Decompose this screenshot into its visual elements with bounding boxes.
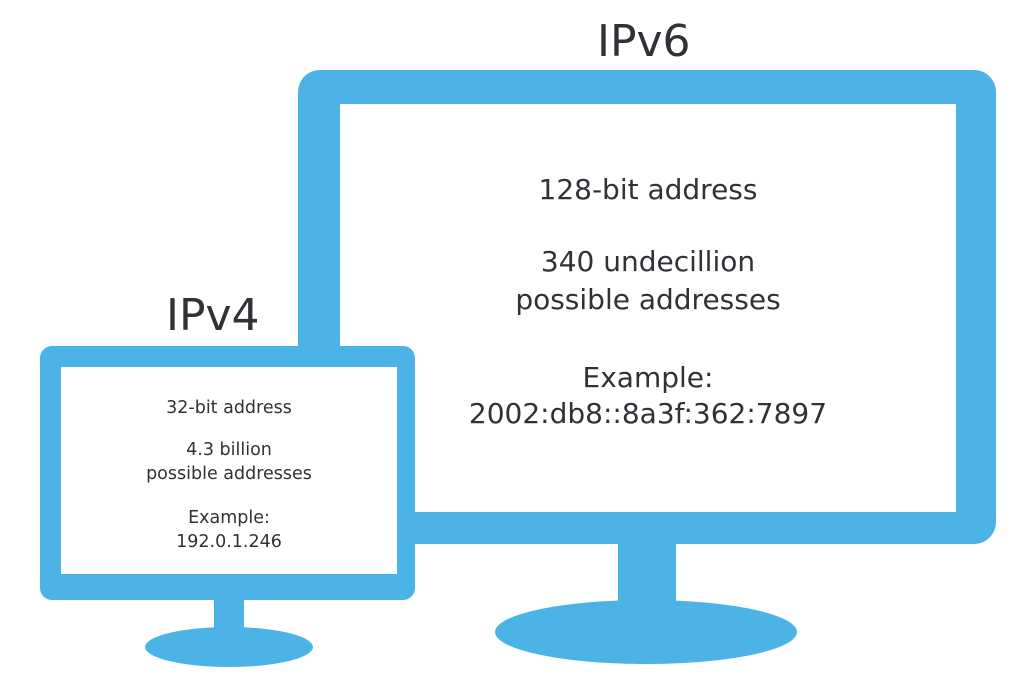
ipv4-title: IPv4 bbox=[166, 290, 260, 341]
ipv6-bit-length: 128-bit address bbox=[538, 173, 758, 206]
ipv4-monitor-screen: 32-bit address 4.3 billion possible addr… bbox=[61, 367, 397, 574]
ipv6-monitor-screen: 128-bit address 340 undecillion possible… bbox=[340, 104, 956, 512]
ipv6-monitor-stand-base bbox=[495, 600, 797, 664]
ipv6-title: IPv6 bbox=[597, 16, 691, 67]
ipv4-count-line2: possible addresses bbox=[146, 464, 312, 484]
ipv4-bit-length: 32-bit address bbox=[166, 398, 292, 418]
ipv6-count-line2: possible addresses bbox=[515, 283, 781, 316]
ipv6-example-label: Example: bbox=[582, 361, 714, 394]
ipv6-example-value: 2002:db8::8a3f:362:7897 bbox=[468, 397, 828, 430]
ipv4-example-value: 192.0.1.246 bbox=[176, 532, 282, 552]
ipv4-example-label: Example: bbox=[188, 508, 270, 528]
ipv4-monitor-stand-base bbox=[145, 627, 313, 667]
ipv4-count-line1: 4.3 billion bbox=[186, 440, 272, 460]
ipv6-count-line1: 340 undecillion bbox=[540, 245, 756, 278]
